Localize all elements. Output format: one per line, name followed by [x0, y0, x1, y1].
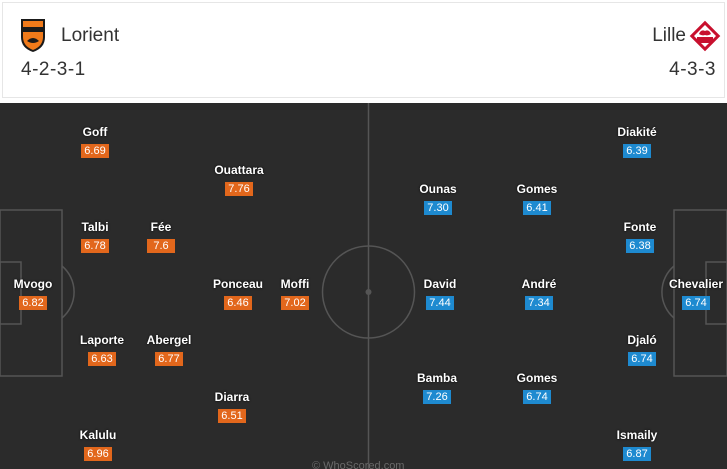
- home-player[interactable]: Fée 7.6: [121, 220, 201, 254]
- player-name: Gomes: [516, 371, 558, 385]
- player-name: Ismaily: [616, 428, 658, 442]
- player-name: Mvogo: [13, 277, 53, 291]
- lille-losc-crest-icon: [688, 19, 722, 53]
- player-name: Djaló: [627, 333, 657, 347]
- player-rating: 7.44: [426, 296, 454, 310]
- player-rating: 6.46: [224, 296, 252, 310]
- player-name: Fée: [150, 220, 172, 234]
- player-name: Laporte: [79, 333, 124, 347]
- player-name: David: [423, 277, 457, 291]
- player-rating: 7.76: [225, 182, 253, 196]
- player-rating: 7.02: [281, 296, 309, 310]
- home-player[interactable]: Talbi 6.78: [55, 220, 135, 254]
- away-player[interactable]: Chevalier 6.74: [656, 277, 727, 311]
- player-rating: 6.74: [523, 390, 551, 404]
- player-name: Bamba: [416, 371, 457, 385]
- home-player[interactable]: Ponceau 6.46: [198, 277, 278, 311]
- player-rating: 6.69: [81, 144, 109, 158]
- away-player[interactable]: Gomes 6.41: [497, 182, 577, 216]
- player-rating: 6.96: [84, 447, 112, 461]
- away-player[interactable]: André 7.34: [499, 277, 579, 311]
- player-name: Diarra: [214, 390, 250, 404]
- player-name: Moffi: [280, 277, 310, 291]
- player-rating: 6.38: [626, 239, 654, 253]
- away-player[interactable]: Djaló 6.74: [602, 333, 682, 367]
- pitch: Mvogo 6.82 Goff 6.69 Talbi 6.78 Laporte …: [0, 103, 727, 469]
- player-rating: 6.41: [523, 201, 551, 215]
- match-header: Lorient 4-2-3-1 Lille 4-3-3: [2, 2, 725, 98]
- away-player[interactable]: Fonte 6.38: [600, 220, 680, 254]
- player-rating: 6.77: [155, 352, 183, 366]
- away-player[interactable]: Gomes 6.74: [497, 371, 577, 405]
- away-formation: 4-3-3: [669, 59, 716, 80]
- player-name: Goff: [82, 125, 108, 139]
- player-name: Diakité: [617, 125, 657, 139]
- player-name: Gomes: [516, 182, 558, 196]
- watermark: © WhoScored.com: [312, 460, 405, 469]
- home-player[interactable]: Laporte 6.63: [62, 333, 142, 367]
- away-player[interactable]: Bamba 7.26: [397, 371, 477, 405]
- player-rating: 6.78: [81, 239, 109, 253]
- player-rating: 7.26: [423, 390, 451, 404]
- player-rating: 7.34: [525, 296, 553, 310]
- player-rating: 6.74: [682, 296, 710, 310]
- player-rating: 6.39: [623, 144, 651, 158]
- player-rating: 6.82: [19, 296, 47, 310]
- away-player[interactable]: Diakité 6.39: [597, 125, 677, 159]
- away-player[interactable]: David 7.44: [400, 277, 480, 311]
- home-formation: 4-2-3-1: [21, 59, 86, 80]
- player-name: Abergel: [146, 333, 192, 347]
- player-rating: 7.6: [147, 239, 175, 253]
- player-rating: 6.87: [623, 447, 651, 461]
- home-team-name[interactable]: Lorient: [61, 25, 120, 46]
- away-player[interactable]: Ismaily 6.87: [597, 428, 677, 462]
- home-player[interactable]: Goff 6.69: [55, 125, 135, 159]
- away-team-name[interactable]: Lille: [652, 25, 686, 46]
- pitch-markings: [0, 103, 727, 469]
- away-player[interactable]: Ounas 7.30: [398, 182, 478, 216]
- home-player[interactable]: Ouattara 7.76: [199, 163, 279, 197]
- player-rating: 6.63: [88, 352, 116, 366]
- home-player[interactable]: Kalulu 6.96: [58, 428, 138, 462]
- home-player[interactable]: Abergel 6.77: [129, 333, 209, 367]
- player-name: Ounas: [419, 182, 457, 196]
- player-name: Ouattara: [214, 163, 264, 177]
- player-name: Fonte: [623, 220, 657, 234]
- home-player[interactable]: Diarra 6.51: [192, 390, 272, 424]
- player-name: André: [521, 277, 557, 291]
- player-rating: 7.30: [424, 201, 452, 215]
- player-name: Talbi: [81, 220, 109, 234]
- lorient-crest-icon: [21, 19, 45, 52]
- player-name: Kalulu: [79, 428, 117, 442]
- home-player[interactable]: Mvogo 6.82: [0, 277, 73, 311]
- player-rating: 6.51: [218, 409, 246, 423]
- home-player[interactable]: Moffi 7.02: [255, 277, 335, 311]
- player-name: Ponceau: [212, 277, 263, 291]
- player-name: Chevalier: [668, 277, 724, 291]
- player-rating: 6.74: [628, 352, 656, 366]
